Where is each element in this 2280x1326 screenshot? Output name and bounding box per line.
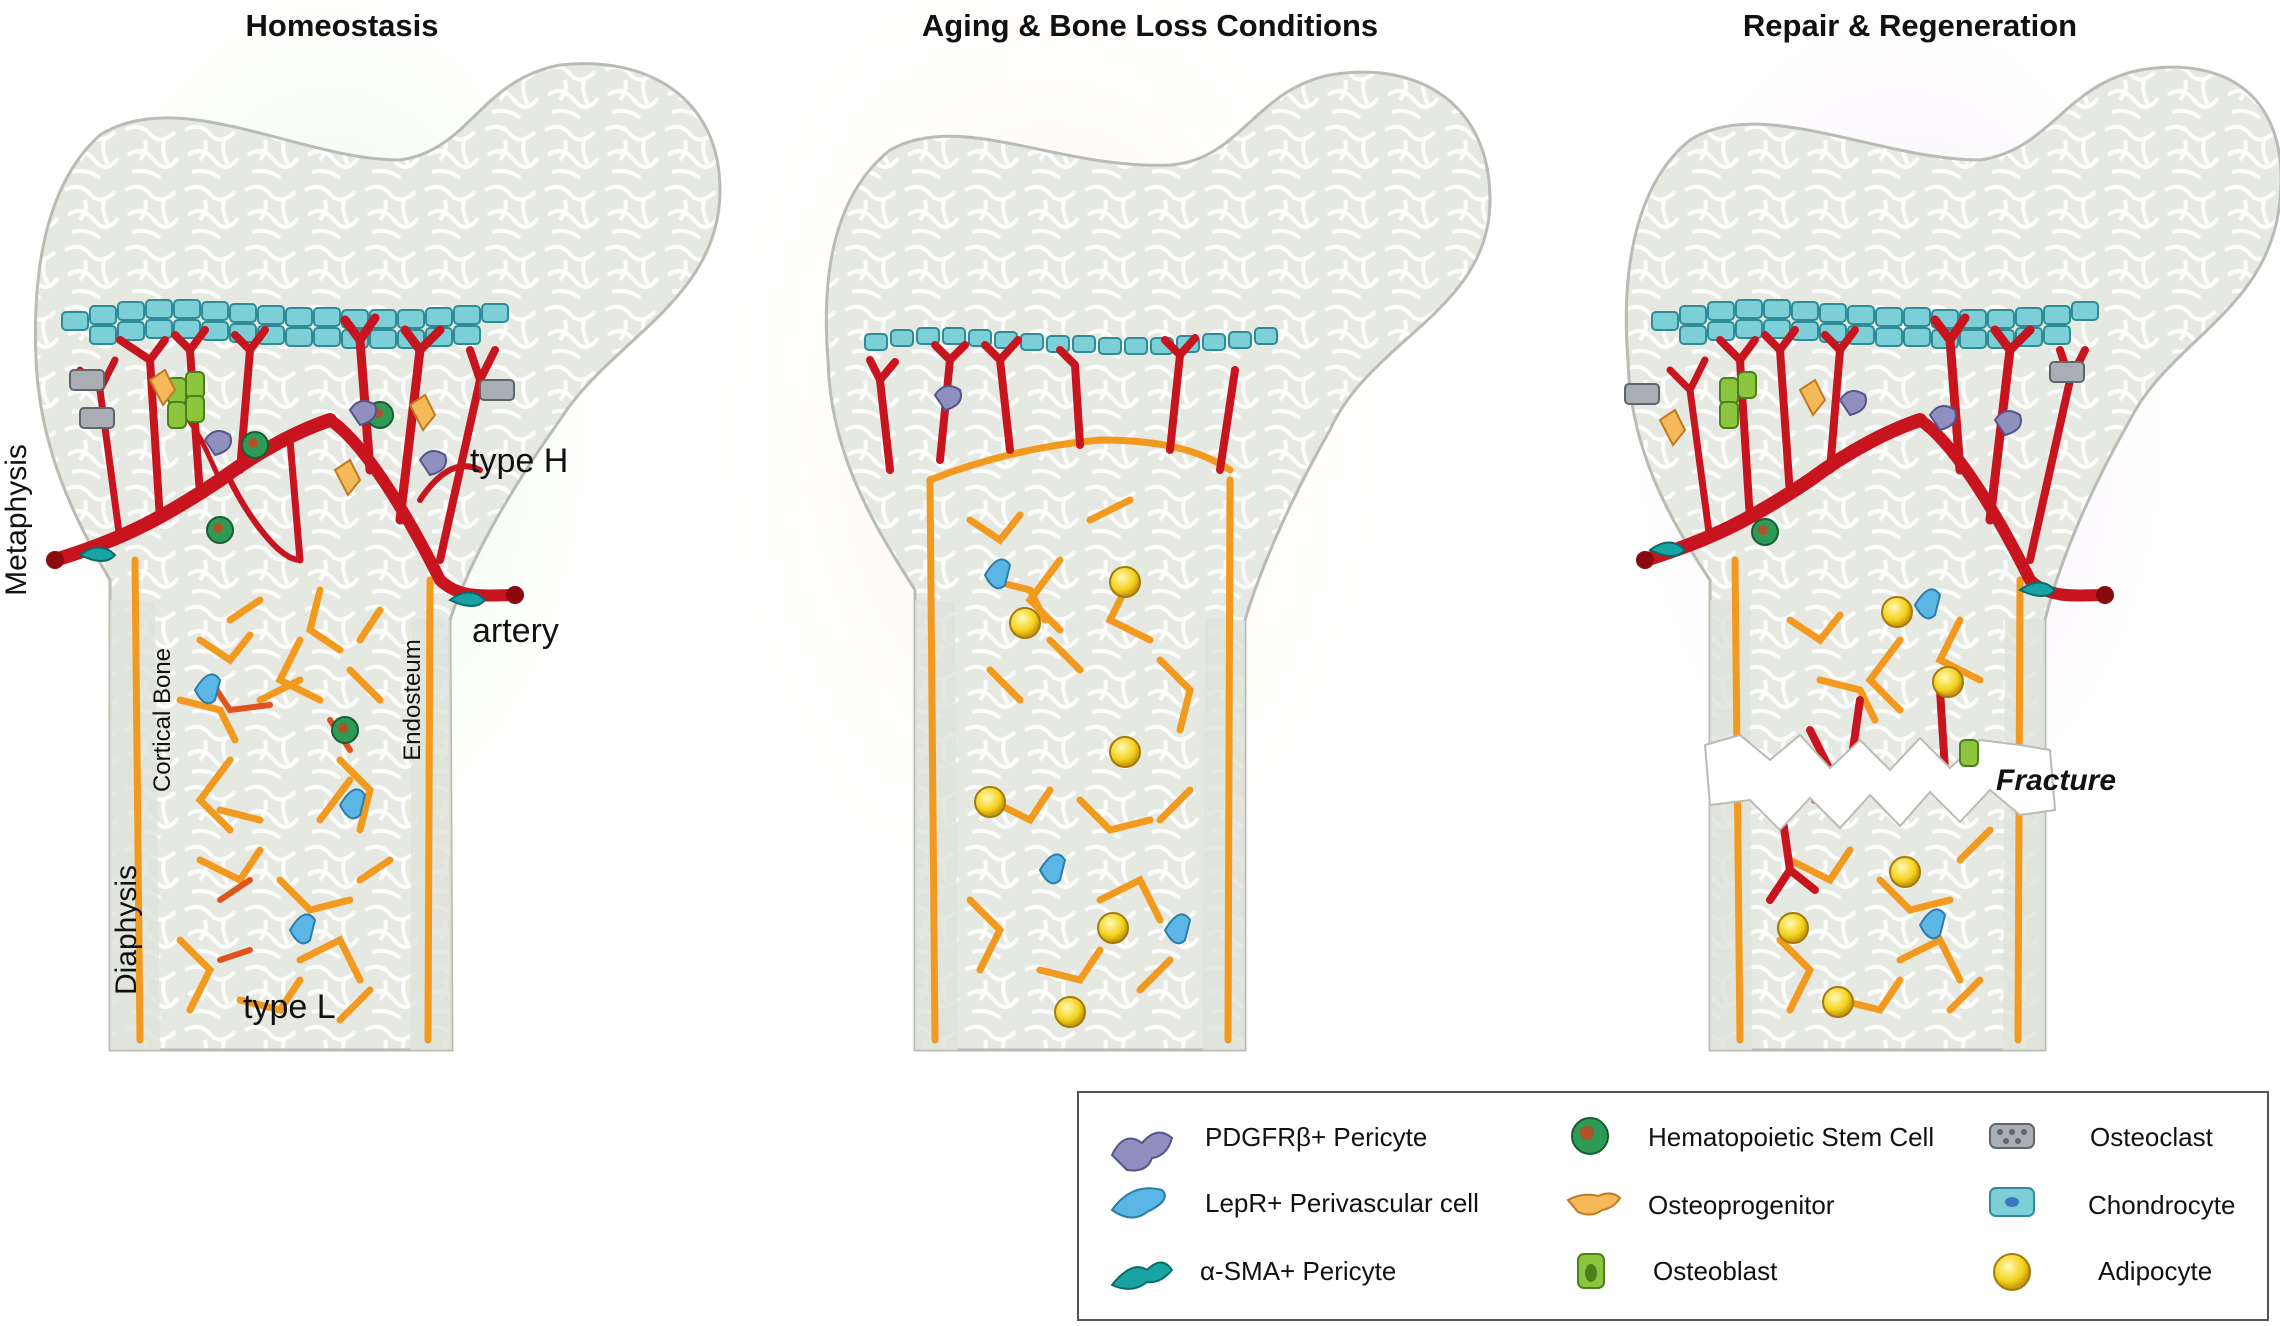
cells-homeostasis: [69, 368, 515, 945]
label-type-l: type L: [243, 988, 336, 1026]
type-l-vessels-1: [131, 556, 434, 1044]
lepr-perivascular-cell-icon: [1110, 1187, 1166, 1219]
chondrocyte-icon: [1989, 1187, 2035, 1217]
artery-cut-left-1: [46, 551, 64, 569]
svg-text:PDGFRβ+ Pericyte: PDGFRβ+ Pericyte: [1205, 1122, 1427, 1152]
svg-text:Chondrocyte: Chondrocyte: [2088, 1190, 2235, 1220]
artery-cut-left-3: [1636, 551, 1654, 569]
label-metaphysis: Metaphysis: [0, 444, 33, 596]
type-l-vessels-2: [926, 436, 1234, 1044]
osteoblast-icon: [1577, 1253, 1605, 1289]
osteoclast-icon: [1989, 1123, 2035, 1149]
label-diaphysis: Diaphysis: [110, 865, 143, 995]
hematopoietic-stem-cell-icon: [1571, 1117, 1609, 1155]
panel-title-repair: Repair & Regeneration: [1743, 8, 2077, 43]
legend-item-osteoclast: Osteoclast: [1989, 1122, 2214, 1152]
label-fracture: Fracture: [1996, 764, 2116, 797]
legend-item-osteoprogenitor: Osteoprogenitor: [1566, 1190, 1835, 1220]
cells-aging: [933, 385, 1192, 1028]
label-endosteum: Endosteum: [399, 639, 426, 760]
osteoprogenitor-icon: [1566, 1192, 1622, 1216]
type-l-vessels-1-red: [207, 677, 353, 963]
label-cortical-bone: Cortical Bone: [149, 648, 176, 792]
cells-repair: [1624, 361, 2085, 1018]
label-type-h: type H: [470, 442, 568, 480]
svg-text:Osteoblast: Osteoblast: [1653, 1256, 1778, 1286]
label-artery: artery: [472, 612, 559, 650]
artery-cut-right-3: [2096, 586, 2114, 604]
pdgfrb-pericyte-icon: [1110, 1131, 1174, 1172]
svg-text:Hematopoietic Stem Cell: Hematopoietic Stem Cell: [1648, 1122, 1934, 1152]
panel-title-homeostasis: Homeostasis: [246, 8, 439, 43]
svg-text:α-SMA+ Pericyte: α-SMA+ Pericyte: [1200, 1256, 1396, 1286]
legend-item-pdgfrb-pericyte: PDGFRβ+ Pericyte: [1110, 1122, 1427, 1172]
svg-text:LepR+ Perivascular cell: LepR+ Perivascular cell: [1205, 1188, 1479, 1218]
legend: PDGFRβ+ Pericyte LepR+ Perivascular cell…: [1077, 1091, 2269, 1321]
type-h-vessels-2: [866, 334, 1239, 474]
legend-item-adipocyte: Adipocyte: [1993, 1253, 2212, 1291]
adipocyte-icon: [1993, 1253, 2031, 1291]
artery-cut-right-1: [506, 586, 524, 604]
svg-text:Osteoclast: Osteoclast: [2090, 1122, 2214, 1152]
legend-item-osteoblast: Osteoblast: [1577, 1253, 1778, 1289]
legend-box: [1077, 1091, 2269, 1321]
legend-item-asma-pericyte: α-SMA+ Pericyte: [1110, 1256, 1396, 1290]
svg-text:Adipocyte: Adipocyte: [2098, 1256, 2212, 1286]
legend-item-hsc: Hematopoietic Stem Cell: [1571, 1117, 1934, 1155]
asma-pericyte-icon: [1110, 1261, 1174, 1290]
panel-title-aging: Aging & Bone Loss Conditions: [922, 8, 1378, 43]
legend-item-lepr-cell: LepR+ Perivascular cell: [1110, 1187, 1479, 1219]
legend-item-chondrocyte: Chondrocyte: [1989, 1187, 2235, 1220]
svg-text:Osteoprogenitor: Osteoprogenitor: [1648, 1190, 1835, 1220]
